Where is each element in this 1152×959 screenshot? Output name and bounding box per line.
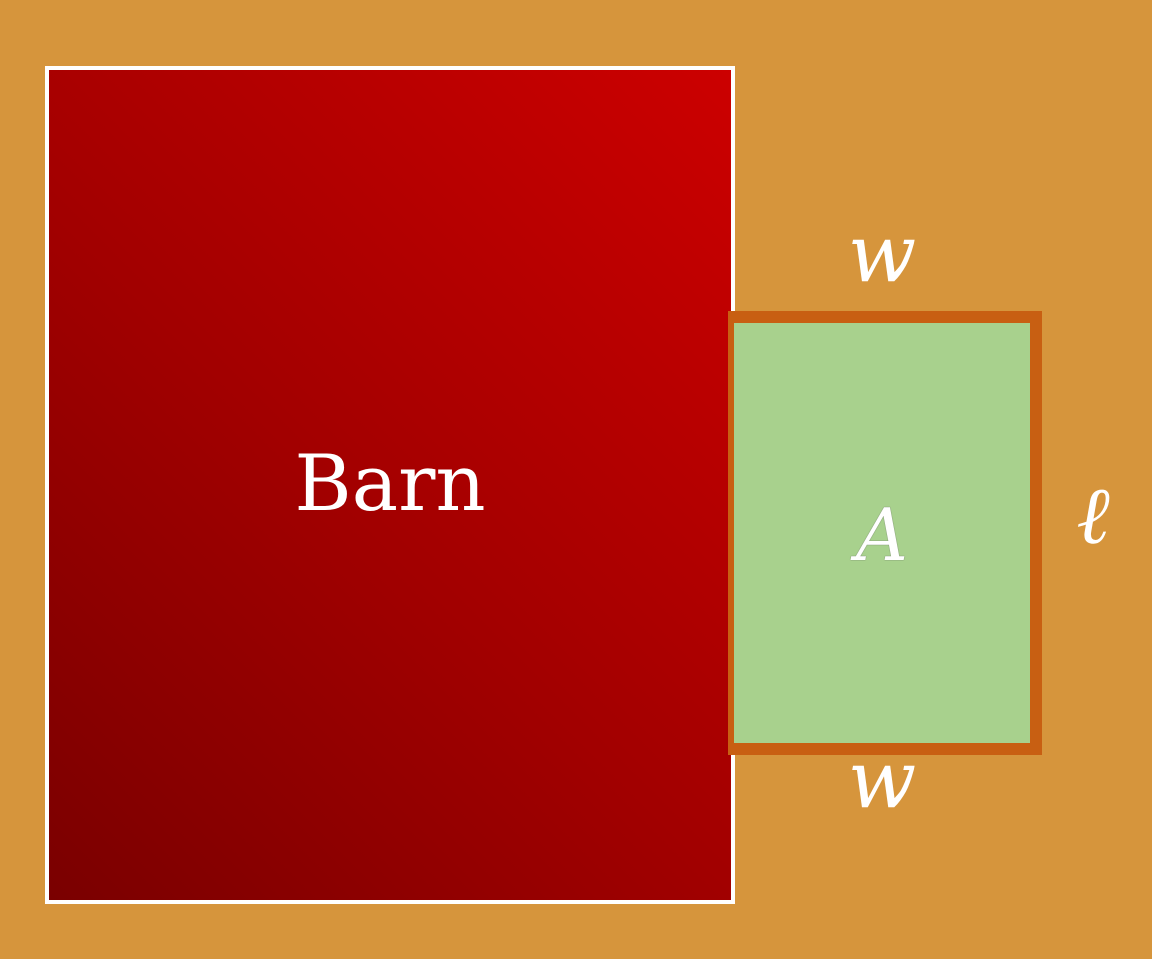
length-label: ℓ: [1076, 469, 1110, 562]
barn-label: Barn: [294, 439, 486, 529]
width-top-label: w: [847, 207, 917, 300]
barn-rectangle: Barn: [45, 66, 735, 904]
area-label: A: [856, 493, 908, 577]
width-bottom-label: w: [847, 733, 917, 826]
fenced-pen-rectangle: A: [728, 311, 1042, 755]
